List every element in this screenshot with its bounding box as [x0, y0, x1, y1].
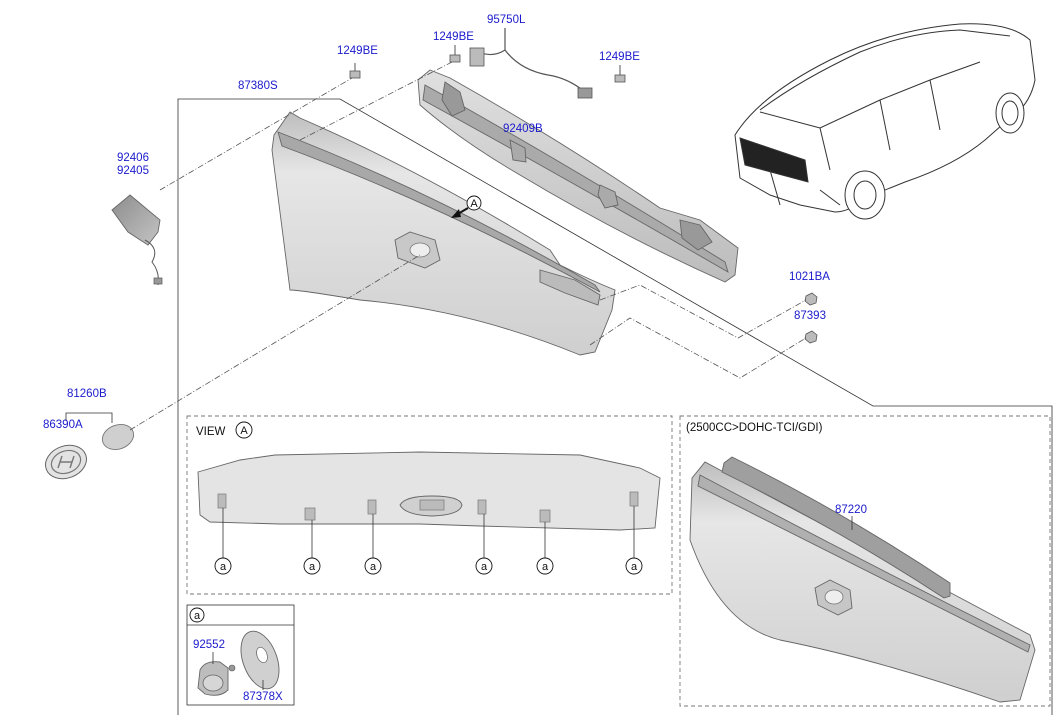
bolt-1249be-left[interactable]	[349, 63, 361, 79]
car-silhouette	[734, 23, 1036, 220]
leader-nut-upper	[599, 284, 807, 339]
label-87393[interactable]: 87393	[794, 310, 826, 322]
label-81260b[interactable]: 81260B	[67, 388, 107, 400]
clip-marker-1: a	[214, 557, 232, 575]
label-92552[interactable]: 92552	[193, 639, 225, 651]
svg-text:a: a	[370, 561, 377, 573]
emblem-pad-81260b[interactable]	[99, 420, 137, 453]
variant-garnish	[689, 461, 1036, 703]
label-86390a[interactable]: 86390A	[43, 419, 83, 431]
leader-camera	[159, 77, 353, 191]
rear-camera-92406-92405[interactable]	[111, 194, 163, 286]
svg-text:a: a	[631, 561, 638, 573]
svg-text:a: a	[309, 561, 316, 573]
variant-note: (2500CC>DOHC-TCI/GDI)	[686, 422, 823, 434]
ref-circle-detail-a: a	[189, 607, 205, 623]
bolt-1249be-right[interactable]	[614, 65, 626, 83]
clip-marker-3: a	[364, 557, 382, 575]
clip-marker-5: a	[536, 557, 554, 575]
nut-87393[interactable]	[804, 330, 818, 344]
label-95750l[interactable]: 95750L	[487, 14, 526, 26]
grommet-87378x[interactable]	[234, 626, 286, 694]
clip-marker-6: a	[625, 557, 643, 575]
svg-text:a: a	[481, 561, 488, 573]
ref-circle-view-a: A	[235, 421, 253, 439]
view-a-title: VIEW	[196, 426, 226, 438]
label-92406[interactable]: 92406	[117, 152, 149, 164]
license-lamp-garnish-92409b[interactable]	[417, 69, 739, 283]
label-87378x[interactable]: 87378X	[243, 691, 283, 703]
detail-a-box	[186, 604, 295, 706]
clip-marker-4: a	[475, 557, 493, 575]
label-92405[interactable]: 92405	[117, 165, 149, 177]
svg-text:a: a	[220, 561, 227, 573]
clip-92552[interactable]	[197, 661, 236, 696]
label-1249be-left[interactable]: 1249BE	[337, 45, 378, 57]
nut-1021ba[interactable]	[804, 292, 818, 306]
leader-emblem	[129, 254, 421, 431]
leader-bolt-middle	[299, 61, 453, 141]
bolt-1249be-middle[interactable]	[449, 45, 461, 63]
svg-text:a: a	[542, 561, 549, 573]
variant-box	[679, 415, 1051, 707]
label-1249be-right[interactable]: 1249BE	[599, 51, 640, 63]
bracket-81260b	[65, 412, 113, 423]
clip-marker-2: a	[303, 557, 321, 575]
label-87380s[interactable]: 87380S	[238, 80, 278, 92]
view-a-garnish	[197, 451, 661, 531]
view-a-box	[186, 415, 673, 595]
svg-text:a: a	[194, 610, 201, 622]
label-87220[interactable]: 87220	[835, 504, 867, 516]
leader-nut-lower	[589, 317, 807, 379]
view-a-callout-lines	[222, 506, 635, 558]
wiring-harness-95750l[interactable]	[469, 28, 593, 99]
spoiler-strip-87220[interactable]	[721, 456, 951, 599]
assembly-boundary-line	[177, 98, 1053, 715]
svg-text:A: A	[240, 425, 248, 437]
emblem-86390a[interactable]	[41, 440, 91, 484]
svg-text:A: A	[470, 198, 478, 210]
ref-circle-a-main: A	[466, 195, 482, 211]
label-1021ba[interactable]: 1021BA	[789, 271, 830, 283]
view-a-arrow	[451, 207, 469, 218]
label-1249be-middle[interactable]: 1249BE	[433, 31, 474, 43]
trunk-lid-garnish-87380s[interactable]	[271, 111, 616, 356]
label-92409b[interactable]: 92409B	[503, 123, 543, 135]
